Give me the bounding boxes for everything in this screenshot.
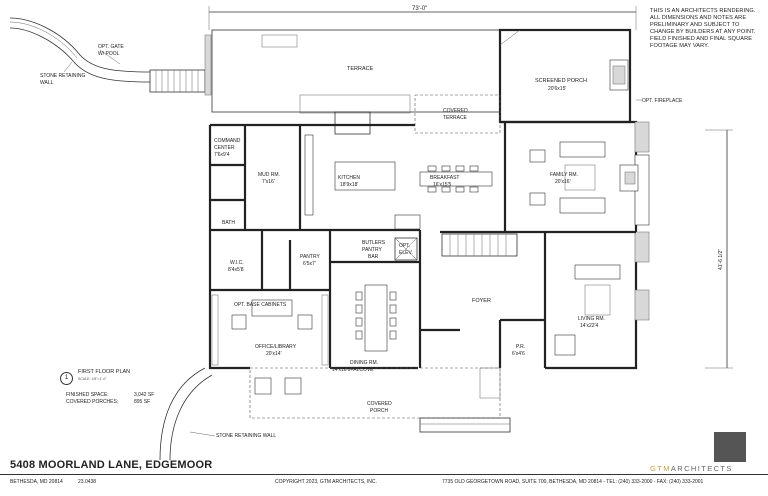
- firm-prefix: GTM: [650, 464, 671, 473]
- stat-row: FINISHED SPACE: 3,042 SF: [66, 392, 154, 399]
- room-terrace: TERRACE: [347, 66, 374, 72]
- firm-logo-icon: [714, 432, 746, 462]
- room-opt-base-cabinets: OPT. BASE CABINETS: [234, 302, 287, 308]
- room-dining-rm: DINING RM.: [350, 360, 378, 366]
- callout-stone-wall-bottom: STONE RETAINING WALL: [216, 433, 276, 439]
- project-city: BETHESDA, MD 20814: [10, 479, 63, 485]
- room-breakfast: BREAKFAST: [430, 175, 459, 181]
- stone-retaining-wall-top: [9, 17, 151, 83]
- room-foyer: FOYER: [472, 298, 491, 304]
- room-living-rm: LIVING RM.: [578, 316, 605, 322]
- project-title: 5408 MOORLAND LANE, EDGEMOOR: [10, 459, 213, 471]
- room-living-rm-size: 14'x22'4: [580, 323, 599, 329]
- main-stair: [394, 233, 518, 261]
- office-address: 7735 OLD GEORGETOWN ROAD, SUITE 700, BET…: [442, 479, 704, 485]
- covered-terrace: [414, 94, 501, 134]
- stone-retaining-wall-bottom: [159, 367, 216, 461]
- callout-stone-wall-top-b: WALL: [40, 80, 54, 86]
- kitchen-furniture: [304, 134, 493, 230]
- room-command-center-size: 7'6x9'4: [214, 152, 230, 158]
- room-butlers-pantry-a: BUTLERS: [362, 240, 386, 246]
- room-butlers-pantry-b: PANTRY: [362, 247, 382, 253]
- plan-scale: SCALE: 1/8"=1'-0": [78, 377, 107, 381]
- room-bar: BAR: [368, 254, 379, 260]
- room-breakfast-size: 16'x15'5: [433, 182, 452, 188]
- depth-label: 41'-6 1/2": [718, 249, 724, 270]
- stat-row: COVERED PORCHES: 895 SF: [66, 399, 154, 406]
- family-room-furniture: [529, 141, 606, 214]
- room-bath: BATH: [222, 220, 235, 226]
- room-covered-porch-a: COVERED: [367, 401, 392, 407]
- callout-leaders: [63, 49, 642, 101]
- room-pantry: PANTRY: [300, 254, 320, 260]
- room-office-library: OFFICE/LIBRARY: [255, 344, 297, 350]
- area-stats: FINISHED SPACE: 3,042 SF COVERED PORCHES…: [66, 392, 154, 406]
- room-command-center-a: COMMAND: [214, 138, 241, 144]
- width-label: 73'-0": [412, 6, 427, 12]
- room-opt-elev-b: ELEV.: [399, 250, 413, 256]
- room-office-library-size: 20'x14': [266, 351, 282, 357]
- footer-divider: [0, 474, 768, 475]
- callout-opt-fireplace: OPT. FIREPLACE: [642, 98, 683, 104]
- firm-suffix: ARCHITECTS: [670, 464, 733, 473]
- room-mud-rm-size: 7'x16': [262, 179, 275, 185]
- overall-depth-dimension: 41'-6 1/2": [705, 129, 733, 369]
- room-opt-elev-a: OPT.: [399, 243, 410, 249]
- callout-stone-wall-top-a: STONE RETAINING: [40, 73, 85, 79]
- living-room-furniture: [554, 264, 621, 356]
- room-kitchen-size: 18'9x18': [340, 182, 358, 188]
- plan-title: FIRST FLOOR PLAN: [78, 369, 131, 375]
- room-screened-porch: SCREENED PORCH: [535, 78, 587, 84]
- room-pantry-size: 6'5x7': [303, 261, 316, 267]
- room-pr-size: 6'x4'6: [512, 351, 525, 357]
- overall-width-dimension: 73'-0": [208, 6, 637, 30]
- room-family-rm: FAMILY RM.: [550, 172, 578, 178]
- interior-walls: [210, 122, 636, 368]
- room-wic-size: 8'4x5'8: [228, 267, 244, 273]
- dining-table: [355, 284, 397, 352]
- stat-value: 895 SF: [134, 399, 151, 405]
- room-mud-rm: MUD RM.: [258, 172, 280, 178]
- callout-opt-gate-b: W/ POOL: [98, 51, 120, 57]
- room-screened-porch-size: 20'6x15': [548, 86, 566, 92]
- room-covered-porch-b: PORCH: [370, 408, 388, 414]
- room-pr: P.R.: [516, 344, 525, 350]
- stat-label: FINISHED SPACE:: [66, 392, 109, 398]
- stat-value: 3,042 SF: [134, 392, 155, 398]
- exterior-walls: [208, 120, 650, 370]
- stat-label: COVERED PORCHES:: [66, 399, 119, 405]
- firm-name: GTMARCHITECTS: [650, 464, 733, 473]
- job-number: 23.0438: [78, 479, 97, 485]
- plan-number-bubble: 1: [60, 372, 73, 385]
- copyright: COPYRIGHT 2023, GTM ARCHITECTS, INC.: [275, 479, 377, 485]
- covered-porch: [249, 367, 511, 433]
- room-family-rm-size: 20'x16': [555, 179, 571, 185]
- room-wic: W.I.C.: [230, 260, 244, 266]
- screened-porch: [498, 28, 632, 124]
- room-covered-terrace-b: TERRACE: [443, 115, 468, 121]
- disclaimer-note: THIS IS AN ARCHITECTS RENDERING. ALL DIM…: [650, 8, 756, 49]
- office-furniture: [211, 294, 329, 366]
- room-command-center-b: CENTER: [214, 145, 235, 151]
- callout-opt-gate-a: OPT. GATE: [98, 44, 124, 50]
- exterior-stair: [149, 34, 212, 96]
- room-kitchen: KITCHEN: [338, 175, 360, 181]
- room-covered-terrace-a: COVERED: [443, 108, 468, 114]
- room-dining-rm-size: 14'x16'6+ALCOVE: [332, 367, 374, 373]
